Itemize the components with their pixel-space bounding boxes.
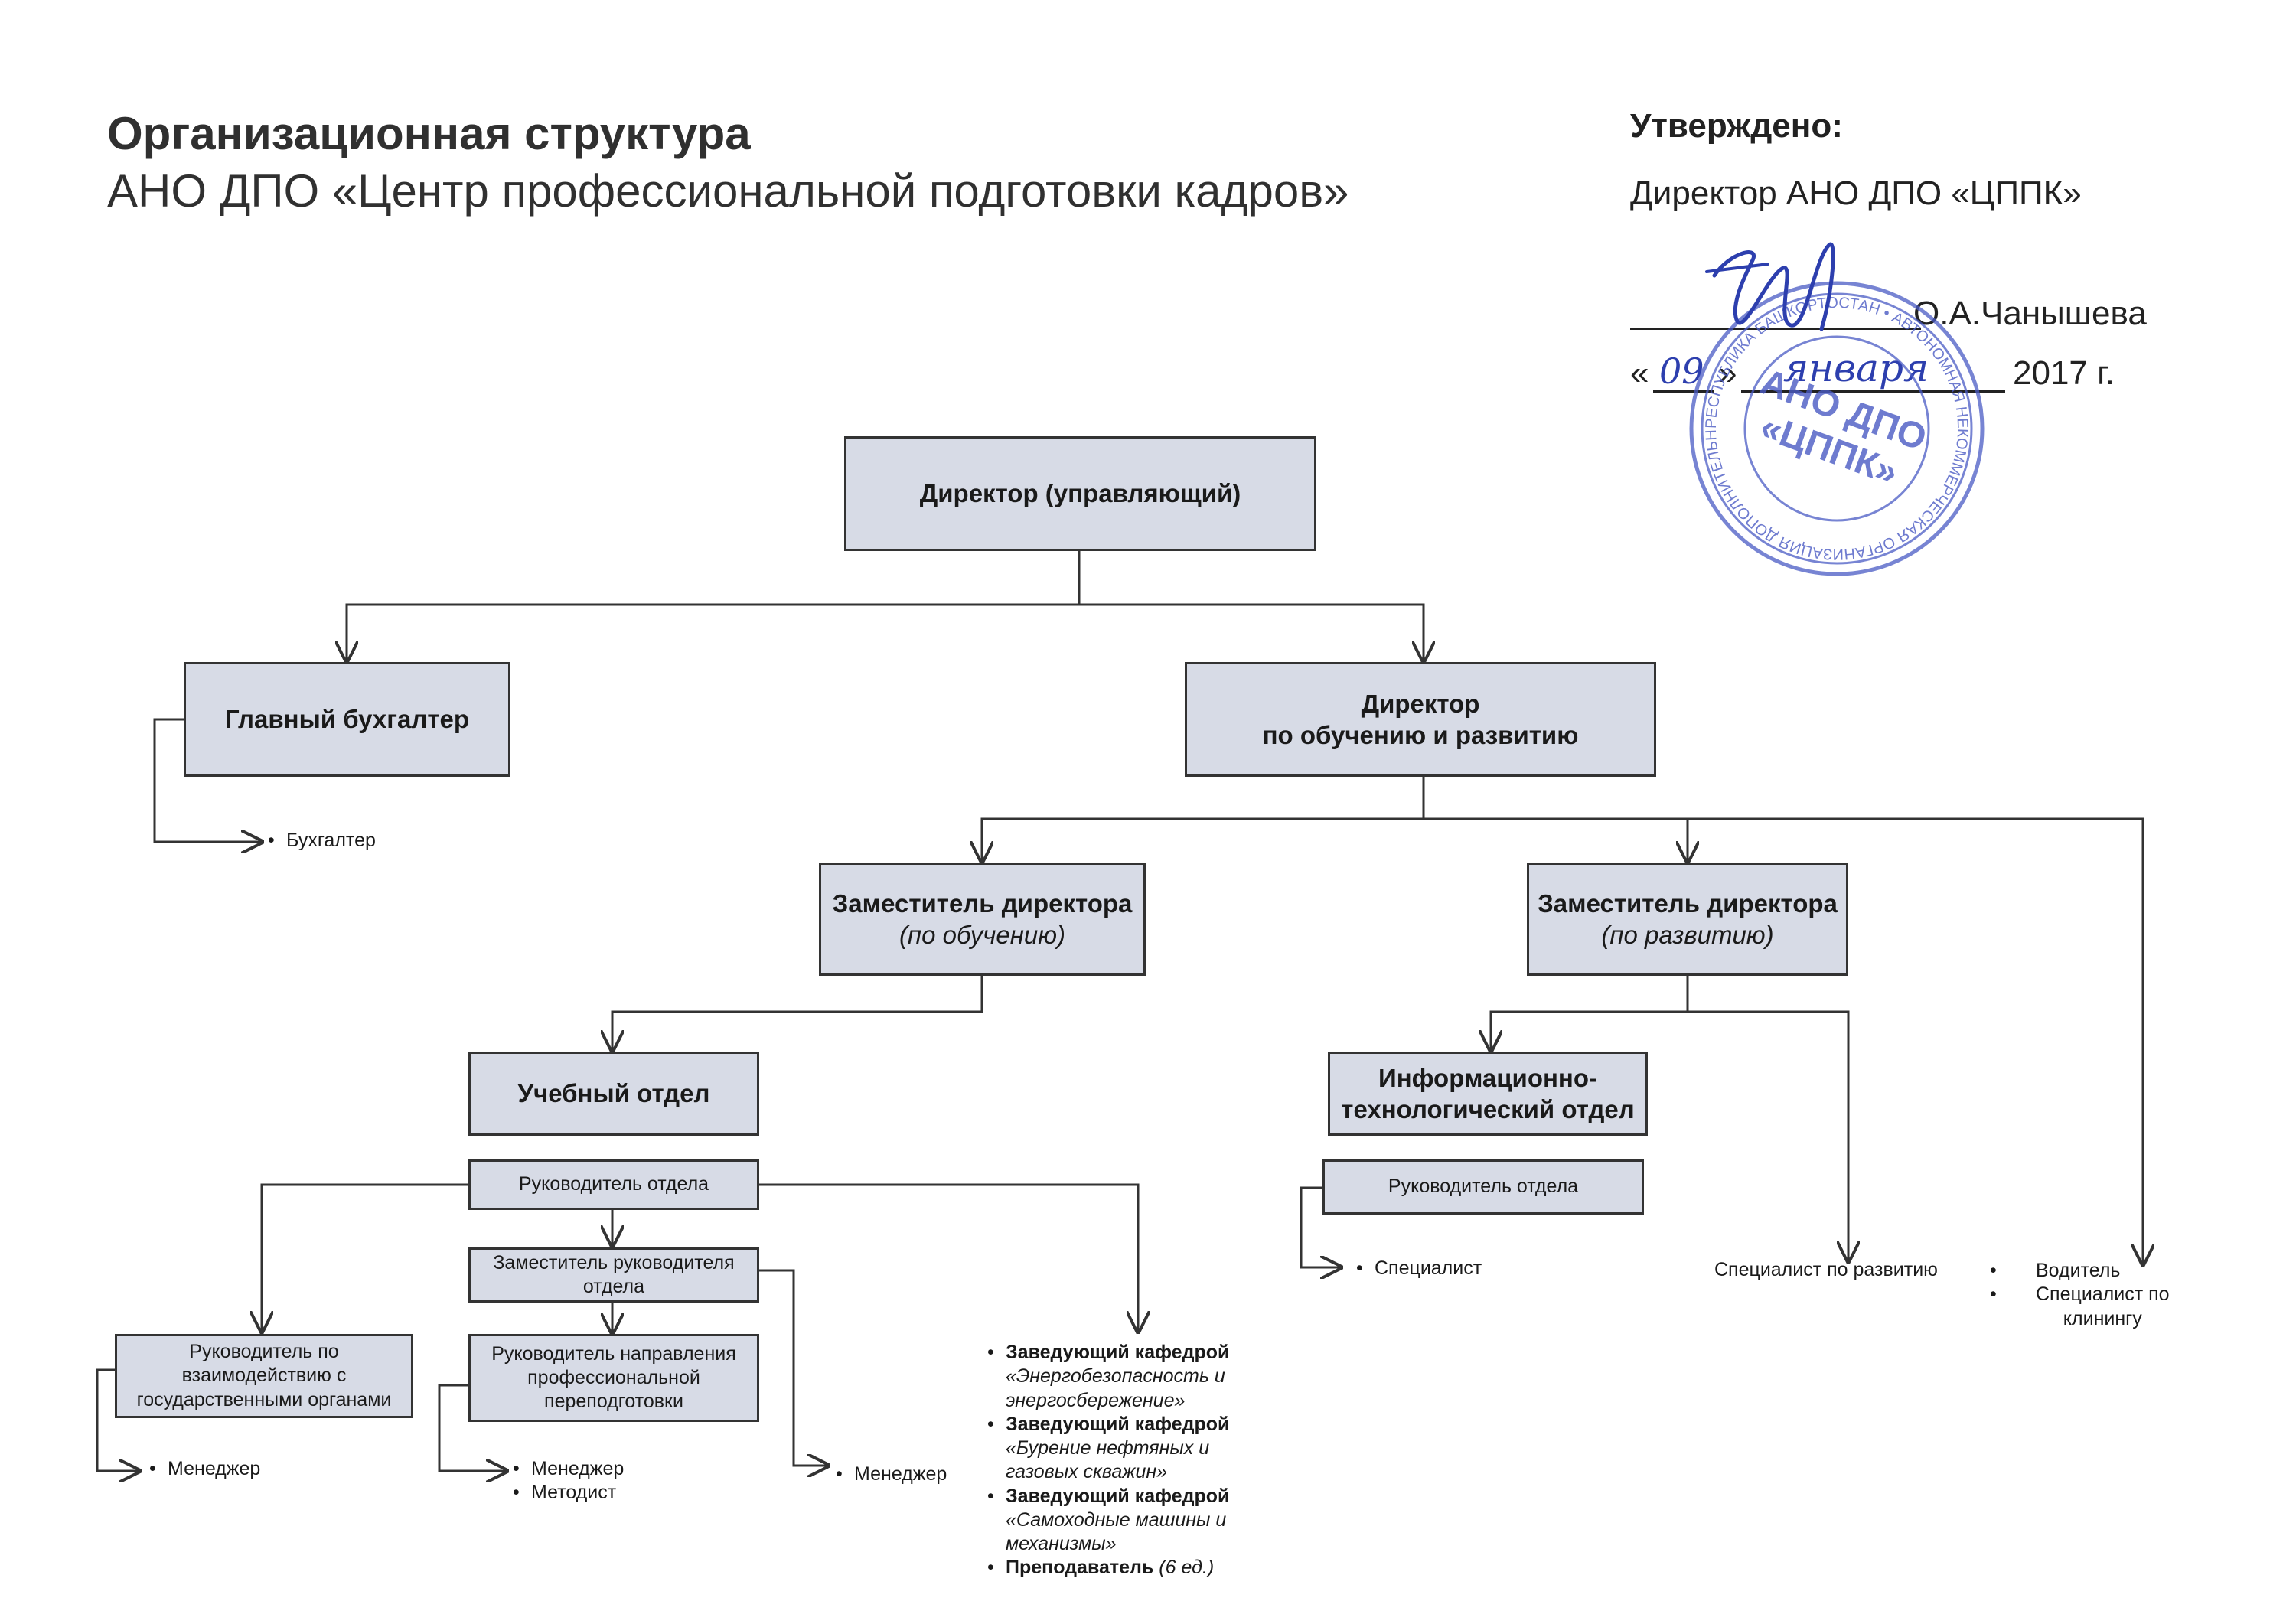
node-retraining-head: Руководитель направления профессионально… — [468, 1334, 759, 1422]
date-quote-open: « — [1630, 354, 1649, 392]
connector-to-it-specialist — [1300, 1186, 1341, 1267]
list-gov-relations: Менеджер — [149, 1457, 260, 1482]
list-staff: Водитель Специалист по клинингу — [1990, 1259, 2170, 1331]
node-gov-relations: Руководитель по взаимодействию с государ… — [115, 1334, 413, 1418]
date-year: 2017 г. — [2013, 354, 2115, 392]
signature-line — [1630, 328, 1921, 330]
connector-to-gov-relations — [262, 1183, 468, 1332]
label-dev-specialist: Специалист по развитию — [1714, 1259, 1938, 1280]
connector-deputy-head-to-manager — [758, 1269, 828, 1466]
list-retraining: Менеджер Методист — [513, 1457, 624, 1505]
date-day-line — [1653, 390, 1714, 393]
connector-to-dev-director — [1079, 603, 1424, 661]
node-edu-dept: Учебный отдел — [468, 1052, 759, 1136]
connector-to-departments-list — [758, 1183, 1138, 1332]
list-item: Водитель — [1990, 1259, 2170, 1283]
connector-to-it-dept — [1491, 1010, 1688, 1051]
list-accountant: Бухгалтер — [268, 829, 376, 853]
node-it-dept: Информационно- технологический отдел — [1328, 1052, 1648, 1136]
date-month-line — [1741, 390, 2005, 393]
list-deputy-head: Менеджер — [836, 1463, 947, 1487]
node-deputy-dev: Заместитель директора (по развитию) — [1527, 863, 1848, 976]
node-it-head: Руководитель отдела — [1322, 1159, 1644, 1215]
list-it-dept: Специалист — [1356, 1257, 1482, 1281]
list-item-department-1: Заведующий кафедрой «Энергобезопасность … — [987, 1341, 1309, 1413]
connector-to-chief-accountant — [347, 603, 1079, 661]
connector-to-accountant — [153, 718, 262, 842]
node-dev-director: Директор по обучению и развитию — [1185, 662, 1656, 777]
node-director: Директор (управляющий) — [844, 436, 1316, 551]
connector-to-edu-dept — [612, 976, 983, 1051]
node-deputy-training: Заместитель директора (по обучению) — [819, 863, 1146, 976]
list-item: Специалист по клинингу — [1990, 1283, 2170, 1331]
node-chief-accountant: Главный бухгалтер — [184, 662, 510, 777]
list-item: Методист — [513, 1481, 624, 1505]
node-edu-deputy-head: Заместитель руководителя отдела — [468, 1247, 759, 1303]
node-edu-head: Руководитель отдела — [468, 1159, 759, 1210]
list-departments: Заведующий кафедрой «Энергобезопасность … — [987, 1341, 1309, 1580]
list-item: Менеджер — [149, 1457, 260, 1482]
connector-gov-to-manager — [96, 1368, 139, 1471]
connector-to-deputy-training — [982, 817, 1424, 862]
connector-to-staff — [1424, 817, 2143, 1264]
connector-to-dev-specialist — [1688, 1010, 1848, 1261]
page-subtitle: АНО ДПО «Центр профессиональной подготов… — [107, 165, 1349, 217]
list-item: Специалист — [1356, 1257, 1482, 1281]
connector-retraining-to-list — [438, 1384, 507, 1471]
list-item: Бухгалтер — [268, 829, 376, 853]
list-item-department-2: Заведующий кафедрой «Бурение нефтяных и … — [987, 1413, 1309, 1485]
connector-to-deputy-dev — [1424, 817, 1688, 862]
organization-stamp: РЕСПУБЛИКА БАШКОРТОСТАН • АВТОНОМНАЯ НЕК… — [1684, 276, 1985, 576]
list-item-teacher: Преподаватель (6 ед.) — [987, 1556, 1309, 1580]
list-item: Менеджер — [513, 1457, 624, 1482]
page-title: Организационная структура — [107, 108, 751, 159]
approval-signer: О.А.Чанышева — [1913, 295, 2147, 332]
approval-position: Директор АНО ДПО «ЦППК» — [1630, 174, 2082, 212]
approval-heading: Утверждено: — [1630, 107, 1843, 145]
list-item-department-3: Заведующий кафедрой «Самоходные машины и… — [987, 1485, 1309, 1557]
list-item: Менеджер — [836, 1463, 947, 1487]
director-signature — [1705, 242, 1835, 331]
